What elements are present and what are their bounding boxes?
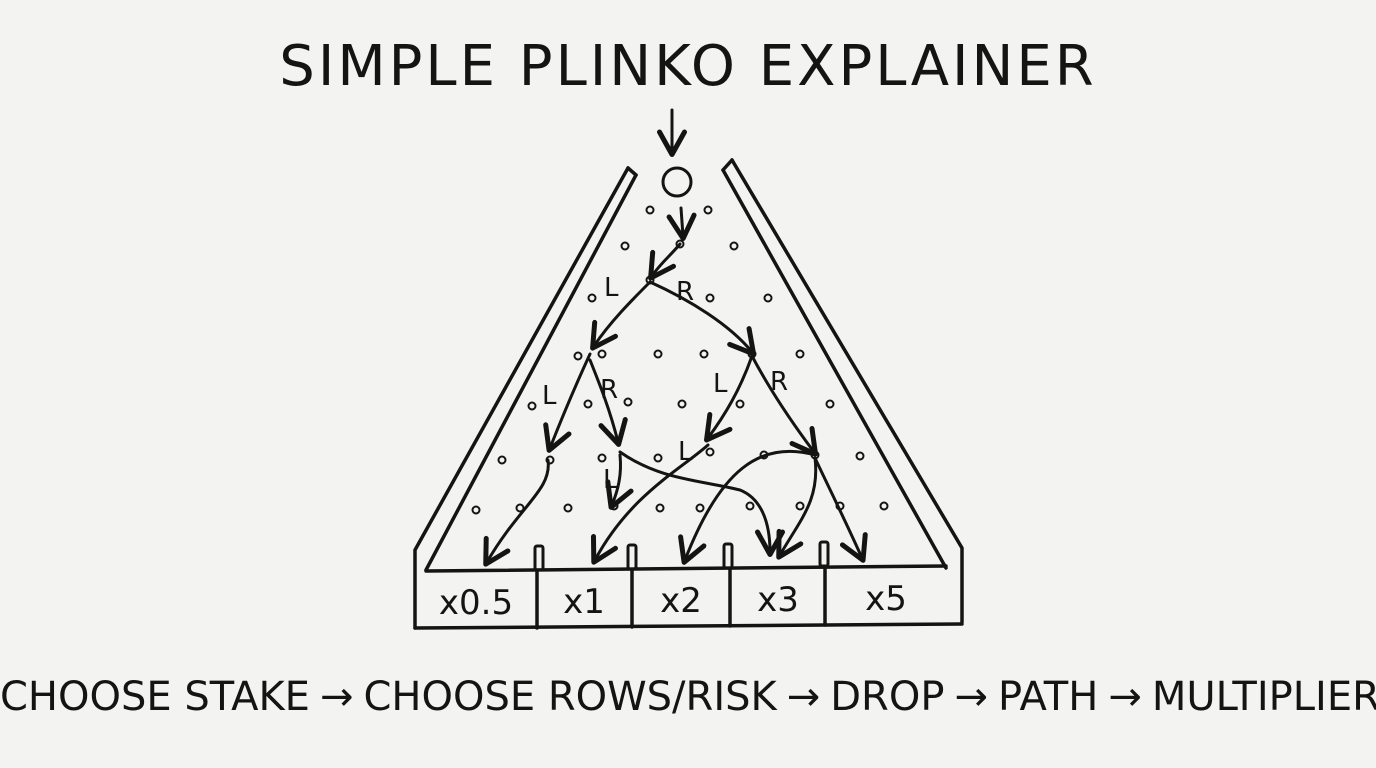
peg [515,503,525,513]
peg-field [471,205,889,515]
peg [597,453,607,463]
bin-posts [533,540,830,572]
peg [825,399,835,409]
flow-arrow-icon: → [319,674,354,720]
peg [655,503,665,513]
peg [583,399,593,409]
path-label: L [713,369,728,399]
peg [695,503,705,513]
path-label: L [678,437,693,467]
left-wall [413,166,638,630]
peg [703,205,713,215]
peg [795,349,805,359]
peg [597,349,607,359]
ball-paths [483,206,868,567]
peg [677,399,687,409]
multiplier-labels: x0.5 x1 x2 x3 x5 [439,579,907,623]
flow-arrow-icon: → [786,674,821,720]
flow-step-choose-rows-risk: CHOOSE ROWS/RISK [363,674,777,720]
path-label: L [604,273,619,303]
multiplier-label: x5 [865,579,907,619]
peg [645,205,655,215]
path-label: R [770,367,788,397]
peg [653,349,663,359]
flow-step-choose-stake: CHOOSE STAKE [0,674,310,720]
peg [699,349,709,359]
peg [653,453,663,463]
multiplier-label: x2 [660,581,702,621]
flow-step-drop: DROP [830,674,945,720]
path-label: L [603,465,618,495]
peg [623,397,633,407]
flow-arrow-icon: → [954,674,988,720]
peg [729,241,739,251]
peg [527,401,537,411]
peg [705,447,715,457]
right-wall [721,158,964,624]
path-label: R [600,375,618,405]
peg [620,241,630,251]
peg [855,451,865,461]
multiplier-bins [413,564,964,630]
peg [879,501,889,511]
peg [563,503,573,513]
flow-arrow-icon: → [1108,674,1142,720]
path-label: R [676,277,694,307]
peg [497,455,507,465]
ball [661,166,693,198]
peg [471,505,481,515]
page-title: SIMPLE PLINKO EXPLAINER [279,34,1097,99]
peg [745,501,755,511]
flow-step-multiplier: MULTIPLIER [1151,674,1376,720]
peg [705,293,715,303]
multiplier-label: x0.5 [439,583,513,623]
peg [735,399,745,409]
path-labels: L R L R L R L L [542,273,788,495]
peg [573,351,583,361]
multiplier-label: x1 [563,582,605,622]
process-flow: CHOOSE STAKE→CHOOSE ROWS/RISK→DROP→PATH→… [0,674,1376,720]
multiplier-label: x3 [757,580,799,620]
flow-step-path: PATH [997,674,1099,720]
path-label: L [542,381,557,411]
peg [795,501,805,511]
peg [587,293,597,303]
peg [763,293,773,303]
